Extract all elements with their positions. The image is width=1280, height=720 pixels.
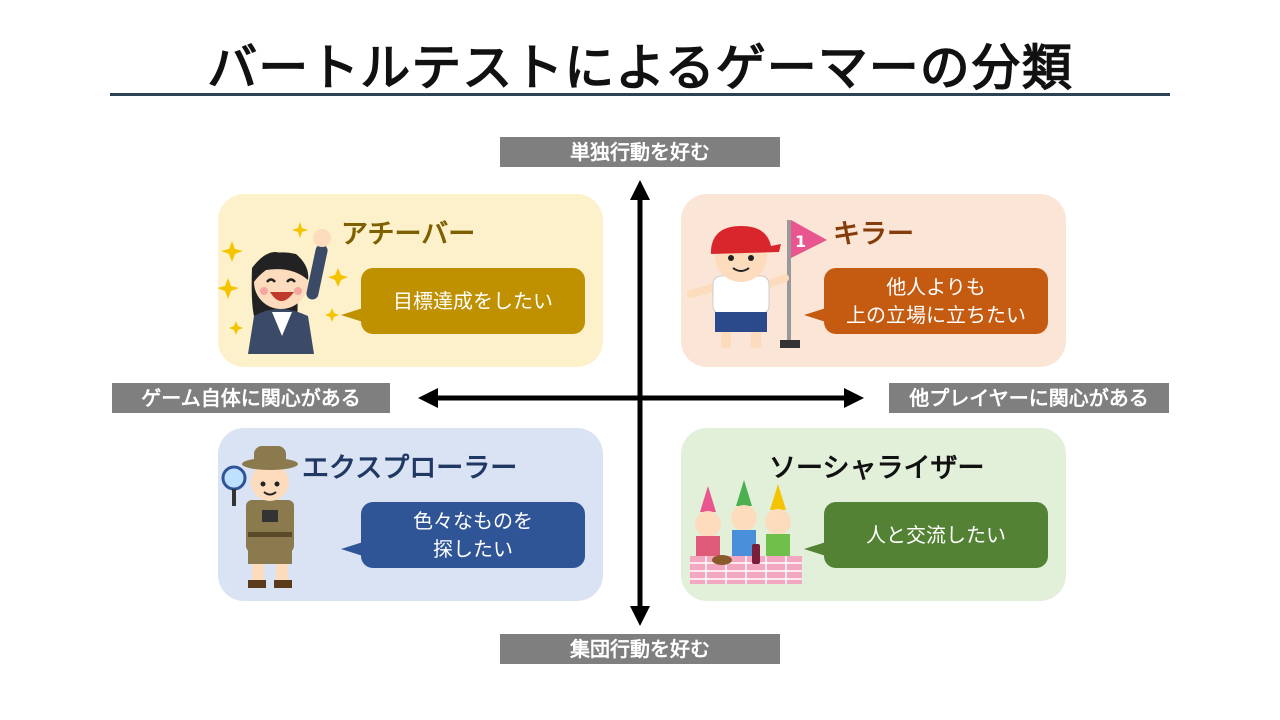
businesswoman-cheering-icon xyxy=(218,222,348,354)
speech-bubble: 人と交流したい xyxy=(804,502,1048,568)
axis-label-bottom: 集団行動を好む xyxy=(500,634,780,664)
right-arrowhead xyxy=(844,388,864,408)
axis-label-left: ゲーム自体に関心がある xyxy=(112,383,390,413)
title-divider xyxy=(110,93,1170,96)
party-people-icon xyxy=(690,480,802,584)
explorer-with-magnifier-icon xyxy=(221,446,298,588)
quadrant-explorer: エクスプローラー 色々なものを 探したい xyxy=(218,428,603,601)
quadrant-title: アチーバー xyxy=(341,219,476,250)
quadrant-achiever: アチーバー 目標達成をしたい xyxy=(218,194,603,367)
axis-label-top: 単独行動を好む xyxy=(500,137,780,167)
quadrant-title: ソーシャライザー xyxy=(769,453,985,484)
down-arrowhead xyxy=(630,606,650,626)
flag-number: 1 xyxy=(795,232,806,251)
quadrant-killer: 1 キラー 他人よりも 上の立場に立ちたい xyxy=(681,194,1066,367)
quadrant-title: エクスプローラー xyxy=(302,453,518,484)
up-arrowhead xyxy=(630,180,650,200)
quadrant-title: キラー xyxy=(833,219,914,250)
quadrant-socializer: ソーシャライザー 人と交流したい xyxy=(681,428,1066,601)
speech-bubble: 目標達成をしたい xyxy=(341,268,585,334)
boy-with-flag-icon: 1 xyxy=(687,220,827,348)
page-title: バートルテストによるゲーマーの分類 xyxy=(207,39,1073,97)
speech-bubble: 他人よりも 上の立場に立ちたい xyxy=(804,268,1048,334)
left-arrowhead xyxy=(418,388,438,408)
speech-bubble: 色々なものを 探したい xyxy=(341,502,585,568)
axis-label-right: 他プレイヤーに関心がある xyxy=(889,383,1169,413)
